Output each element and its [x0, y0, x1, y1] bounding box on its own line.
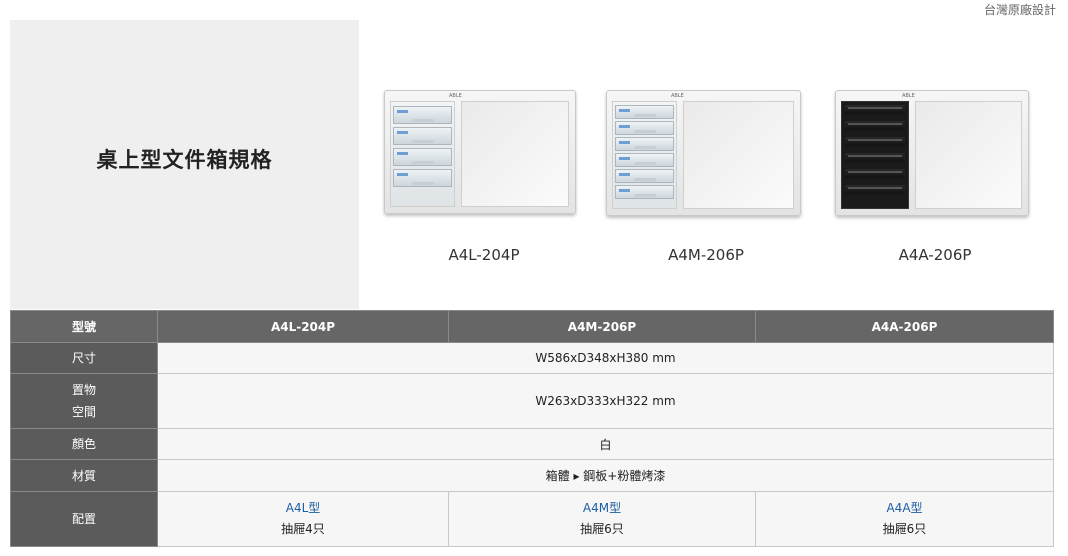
drawer: [615, 105, 674, 119]
config-link-a4l[interactable]: A4L型: [285, 501, 321, 515]
label-config: 配置: [10, 491, 158, 547]
tray-bay: [841, 101, 909, 209]
brand-logo: ABLE: [902, 93, 915, 99]
row-space: 置物 空間 W263xD333xH322 mm: [10, 373, 1054, 429]
product-a4a-206p: ABLE A4A-206P: [835, 90, 1035, 270]
cabinet-body: ABLE: [606, 90, 801, 216]
header-label-model: 型號: [10, 310, 158, 343]
value-config-1: A4L型 抽屜4只: [157, 491, 449, 547]
product-caption: A4M-206P: [668, 246, 744, 264]
label-color: 顏色: [10, 428, 158, 460]
open-bay: [461, 101, 569, 207]
tray: [845, 185, 905, 194]
label-space-line-1: 置物: [71, 383, 96, 397]
drawer: [615, 121, 674, 135]
product-caption: A4L-204P: [448, 246, 520, 264]
origin-note: 台灣原廠設計: [983, 3, 1056, 17]
tray: [845, 169, 905, 178]
row-size: 尺寸 W586xD348xH380 mm: [10, 342, 1054, 374]
value-material: 箱體 ▸ 鋼板+粉體烤漆: [157, 459, 1054, 492]
config-desc: 抽屜6只: [580, 522, 624, 536]
config-link-a4a[interactable]: A4A型: [886, 501, 923, 515]
value-space: W263xD333xH322 mm: [157, 373, 1054, 429]
drawer: [615, 137, 674, 151]
drawer-bay: [390, 101, 455, 207]
brand-logo: ABLE: [671, 93, 684, 99]
drawer: [393, 127, 452, 145]
value-color: 白: [157, 428, 1054, 460]
value-config-2: A4M型 抽屜6只: [448, 491, 756, 547]
drawer: [615, 185, 674, 199]
tray: [845, 153, 905, 162]
drawer: [615, 153, 674, 167]
header-model-3: A4A-206P: [755, 310, 1054, 343]
drawer-bay: [612, 101, 677, 209]
config-link-a4m[interactable]: A4M型: [582, 501, 622, 515]
tray: [845, 105, 905, 114]
cabinet-body: ABLE: [835, 90, 1029, 216]
header-row: 型號 A4L-204P A4M-206P A4A-206P: [10, 310, 1054, 343]
product-caption: A4A-206P: [898, 246, 972, 264]
brand-logo: ABLE: [449, 93, 462, 99]
product-a4m-206p: ABLE A4M-206P: [606, 90, 806, 270]
title-panel: 桌上型文件箱規格: [10, 20, 359, 309]
spec-table: 型號 A4L-204P A4M-206P A4A-206P 尺寸 W586xD3…: [10, 310, 1054, 547]
row-config: 配置 A4L型 抽屜4只 A4M型 抽屜6只 A4A型 抽屜6只: [10, 491, 1054, 547]
drawer: [615, 169, 674, 183]
page-title: 桌上型文件箱規格: [96, 147, 273, 172]
tray: [845, 137, 905, 146]
config-desc: 抽屜4只: [281, 522, 325, 536]
label-space: 置物 空間: [10, 373, 158, 429]
value-size: W586xD348xH380 mm: [157, 342, 1054, 374]
tray: [845, 121, 905, 130]
label-space-line-2: 空間: [71, 405, 96, 419]
drawer: [393, 169, 452, 187]
config-desc: 抽屜6只: [882, 522, 927, 536]
label-size: 尺寸: [10, 342, 158, 374]
open-bay: [683, 101, 794, 209]
header-model-2: A4M-206P: [448, 310, 756, 343]
product-a4l-204p: ABLE A4L-204P: [384, 90, 584, 270]
drawer: [393, 148, 452, 166]
drawer: [393, 106, 452, 124]
value-config-3: A4A型 抽屜6只: [755, 491, 1054, 547]
header-model-1: A4L-204P: [157, 310, 449, 343]
label-material: 材質: [10, 459, 158, 492]
row-color: 顏色 白: [10, 428, 1054, 460]
row-material: 材質 箱體 ▸ 鋼板+粉體烤漆: [10, 459, 1054, 492]
cabinet-body: ABLE: [384, 90, 576, 214]
open-bay: [915, 101, 1022, 209]
